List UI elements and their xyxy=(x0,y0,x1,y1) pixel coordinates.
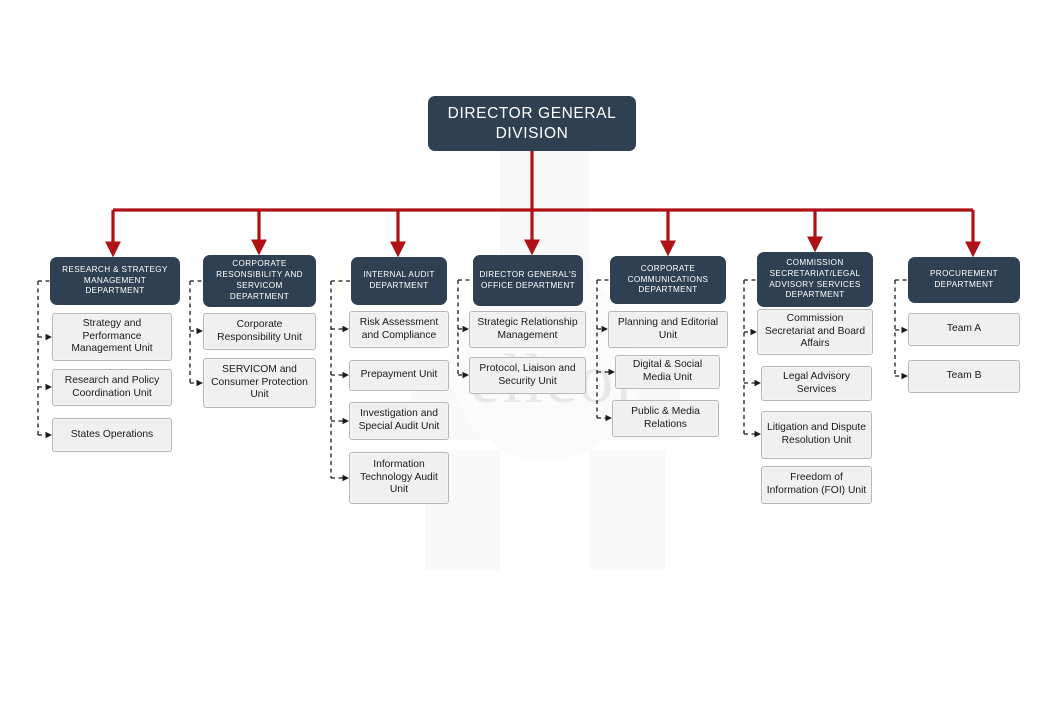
unit-node-litigation-dispute-resolution[interactable]: Litigation and Dispute Resolution Unit xyxy=(761,411,872,459)
unit-node-team-a[interactable]: Team A xyxy=(908,313,1020,346)
unit-node-planning-editorial[interactable]: Planning and Editorial Unit xyxy=(608,311,728,348)
unit-node-research-policy-coordination[interactable]: Research and Policy Coordination Unit xyxy=(52,369,172,406)
department-node-director-general-office[interactable]: DIRECTOR GENERAL'S OFFICE DEPARTMENT xyxy=(473,255,583,306)
unit-node-digital-social-media[interactable]: Digital & Social Media Unit xyxy=(615,355,720,389)
department-node-corporate-communications[interactable]: CORPORATE COMMUNICATIONS DEPARTMENT xyxy=(610,256,726,304)
unit-node-servicom-consumer-protection[interactable]: SERVICOM and Consumer Protection Unit xyxy=(203,358,316,408)
department-node-procurement[interactable]: PROCUREMENT DEPARTMENT xyxy=(908,257,1020,303)
unit-node-states-operations[interactable]: States Operations xyxy=(52,418,172,452)
unit-node-strategic-relationship-management[interactable]: Strategic Relationship Management xyxy=(469,311,586,348)
unit-node-team-b[interactable]: Team B xyxy=(908,360,1020,393)
unit-node-strategy-performance-management[interactable]: Strategy and Performance Management Unit xyxy=(52,313,172,361)
unit-node-corporate-responsibility[interactable]: Corporate Responsibility Unit xyxy=(203,313,316,350)
unit-node-investigation-special-audit[interactable]: Investigation and Special Audit Unit xyxy=(349,402,449,440)
unit-node-commission-secretariat-board-affairs[interactable]: Commission Secretariat and Board Affairs xyxy=(757,309,873,355)
unit-node-freedom-of-information[interactable]: Freedom of Information (FOI) Unit xyxy=(761,466,872,504)
department-node-commission-secretariat-legal[interactable]: COMMISSION SECRETARIAT/LEGAL ADVISORY SE… xyxy=(757,252,873,307)
unit-node-risk-assessment-compliance[interactable]: Risk Assessment and Compliance xyxy=(349,311,449,348)
unit-node-legal-advisory-services[interactable]: Legal Advisory Services xyxy=(761,366,872,401)
department-node-research-strategy[interactable]: RESEARCH & STRATEGY MANAGEMENT DEPARTMEN… xyxy=(50,257,180,305)
root-node-director-general-division[interactable]: DIRECTOR GENERAL DIVISION xyxy=(428,96,636,151)
unit-node-public-media-relations[interactable]: Public & Media Relations xyxy=(612,400,719,437)
unit-node-protocol-liaison-security[interactable]: Protocol, Liaison and Security Unit xyxy=(469,357,586,394)
primary-connectors xyxy=(105,151,981,258)
department-node-corporate-responsibility-servicom[interactable]: CORPORATE RESONSIBILITY AND SERVICOM DEP… xyxy=(203,255,316,307)
unit-node-information-technology-audit[interactable]: Information Technology Audit Unit xyxy=(349,452,449,504)
department-node-internal-audit[interactable]: INTERNAL AUDIT DEPARTMENT xyxy=(351,257,447,305)
unit-node-prepayment[interactable]: Prepayment Unit xyxy=(349,360,449,391)
